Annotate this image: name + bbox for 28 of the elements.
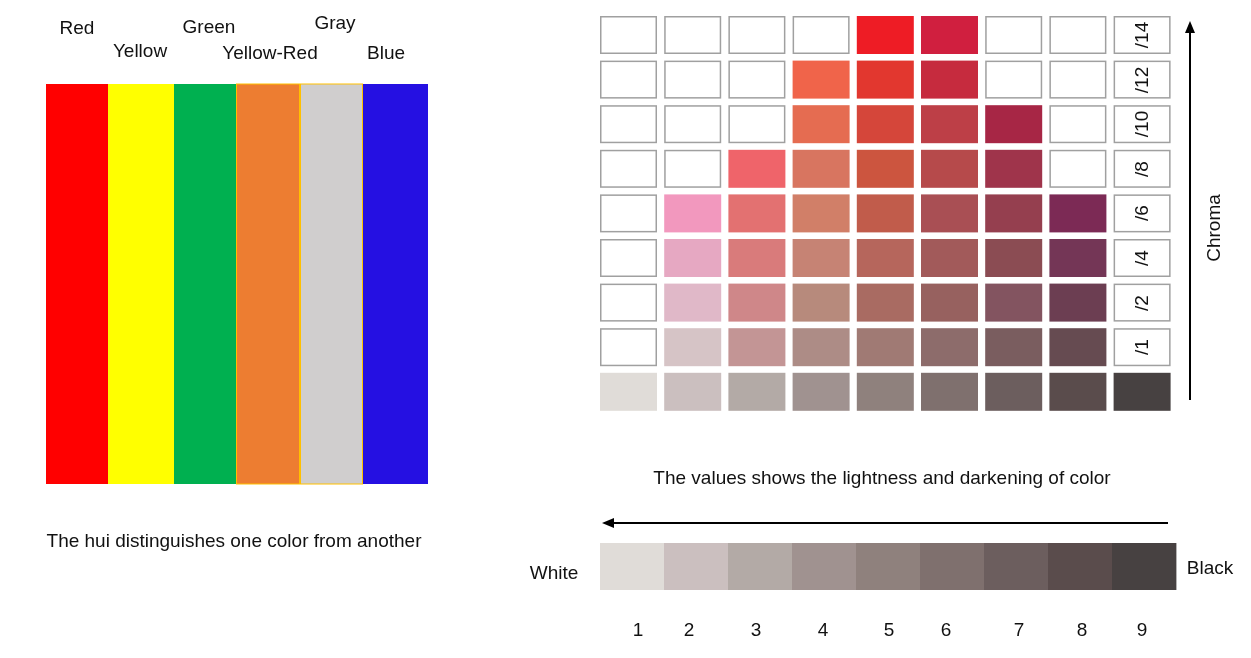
scale-end-label: Black [1186, 557, 1234, 579]
chroma-label: /4 [1131, 250, 1153, 266]
hue-label: Yellow-Red [222, 42, 318, 64]
value-number: 3 [750, 619, 762, 641]
chroma-label: /1 [1131, 339, 1153, 356]
chroma-label: /6 [1131, 205, 1153, 222]
axis-title: Chroma [1203, 194, 1225, 262]
chroma-label: /2 [1131, 294, 1153, 311]
chroma-label: /14 [1131, 21, 1153, 49]
hue-label: Red [59, 17, 95, 39]
hue-label: Blue [367, 42, 405, 64]
chroma-label: /12 [1131, 66, 1153, 93]
hue-label: Green [182, 16, 236, 38]
value-number: 1 [632, 619, 644, 641]
value-number: 7 [1013, 619, 1025, 641]
value-number: 9 [1136, 619, 1148, 641]
chroma-label: /8 [1131, 160, 1153, 177]
value-number: 4 [817, 619, 829, 641]
value-number: 8 [1076, 619, 1088, 641]
value-number: 5 [883, 619, 895, 641]
hue-label: Yellow [112, 40, 168, 62]
value-number: 6 [940, 619, 952, 641]
caption: The values shows the lightness and darkening of color [653, 467, 1111, 489]
caption: The hui distinguishes one color from another [46, 530, 422, 552]
scale-end-label: White [529, 562, 579, 584]
chroma-label: /10 [1131, 111, 1153, 138]
value-number: 2 [683, 619, 695, 641]
hue-label: Gray [314, 12, 356, 34]
